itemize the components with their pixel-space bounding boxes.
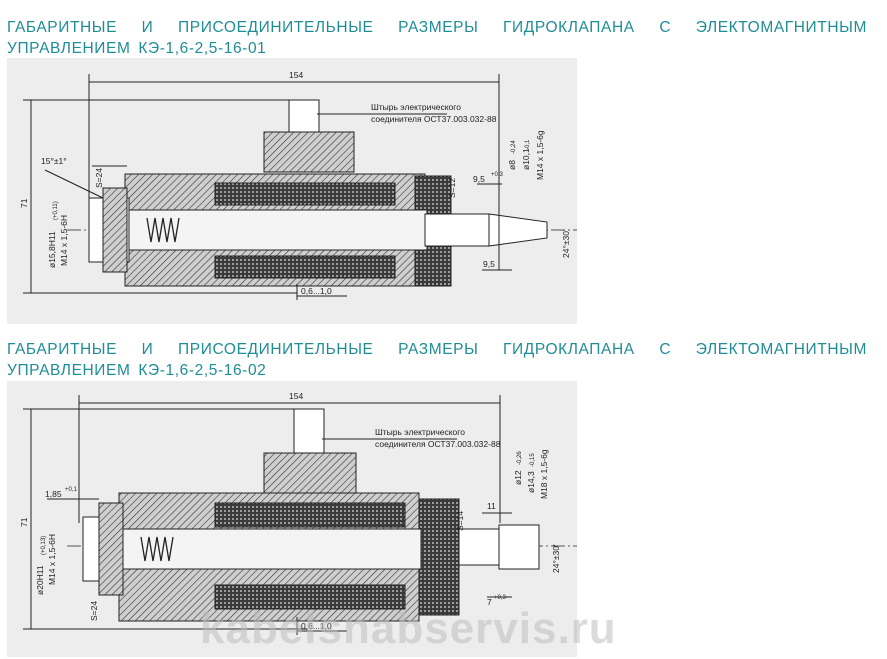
dim-thread-left: M14 x 1,5-6H	[59, 215, 69, 266]
dim-len-a: 11	[487, 501, 496, 511]
dim-len-a-tol: +0,3	[491, 172, 504, 178]
watermark: kabelsnabservis.ru	[200, 604, 617, 653]
dim-gap: 0,6...1,0	[301, 621, 332, 631]
dim-len-b-tol: +0,3	[494, 595, 507, 601]
dim-pin-2-tol: -0,15	[530, 453, 536, 467]
dim-gap: 0,6...1,0	[301, 286, 332, 296]
drawing-svg: 154 71 1,85 +0,1 S=24 S=14 ø20H11 (+0,13…	[19, 391, 577, 635]
dim-thread-left: M14 x 1,5-6H	[47, 534, 57, 585]
dim-offset-tol: +0,1	[65, 487, 78, 493]
dim-wrench-left: S=24	[94, 168, 104, 188]
dim-bore-tol: (+0,11)	[53, 201, 59, 220]
dim-pin-1-tol: -0,24	[511, 140, 517, 154]
dim-pin-2-tol: -0,1	[525, 139, 531, 150]
dim-pin-2: ø14,3	[526, 471, 536, 493]
dim-thread-right: M18 x 1,5-6g	[539, 449, 549, 499]
dim-height: 71	[19, 517, 29, 527]
dim-height: 71	[19, 198, 29, 208]
dim-thread-right: M14 x 1,5-6g	[535, 130, 545, 180]
valve-drawing-02: 154 71 1,85 +0,1 S=24 S=14 ø20H11 (+0,13…	[7, 381, 577, 657]
valve-drawing-01: 154 71 15°±1° S=24 S=12 ø15,8H11 (+0,11)…	[7, 58, 577, 324]
drawing-svg: 154 71 15°±1° S=24 S=12 ø15,8H11 (+0,11)…	[19, 70, 577, 300]
dim-len-a: 9,5	[473, 174, 485, 184]
dim-length: 154	[289, 391, 303, 401]
dim-pin-2: ø10,1	[521, 148, 531, 170]
dim-length: 154	[289, 70, 303, 80]
callout-line-2: соединителя ОСТ37.003.032-88	[371, 114, 497, 124]
dim-wrench-right: S=14	[455, 511, 465, 531]
dim-len-b: 9,5	[483, 259, 495, 269]
callout-line-1: Штырь электрического	[371, 102, 461, 112]
dim-wrench-right: S=12	[447, 178, 457, 198]
dim-bore: ø15,8H11	[47, 231, 57, 268]
dim-pin-1: ø12	[513, 470, 523, 485]
dim-len-b: 7	[487, 597, 492, 607]
dim-bore: ø20H11	[35, 565, 45, 595]
section-1-title: ГАБАРИТНЫЕ И ПРИСОЕДИНИТЕЛЬНЫЕ РАЗМЕРЫ Г…	[7, 19, 867, 57]
dim-pin-1-tol: -0,26	[517, 451, 523, 465]
dim-cone-angle: 24°±30'	[551, 544, 561, 573]
dim-angle: 15°±1°	[41, 156, 67, 166]
dim-wrench-left: S=24	[89, 601, 99, 621]
dim-offset: 1,85	[45, 489, 62, 499]
dim-cone-angle: 24°±30'	[561, 229, 571, 258]
callout-line-2: соединителя ОСТ37.003.032-88	[375, 439, 501, 449]
section-2-title: ГАБАРИТНЫЕ И ПРИСОЕДИНИТЕЛЬНЫЕ РАЗМЕРЫ Г…	[7, 341, 867, 379]
callout-line-1: Штырь электрического	[375, 427, 465, 437]
dim-pin-1: ø8	[507, 160, 517, 170]
dim-bore-tol: (+0,13)	[41, 536, 47, 555]
